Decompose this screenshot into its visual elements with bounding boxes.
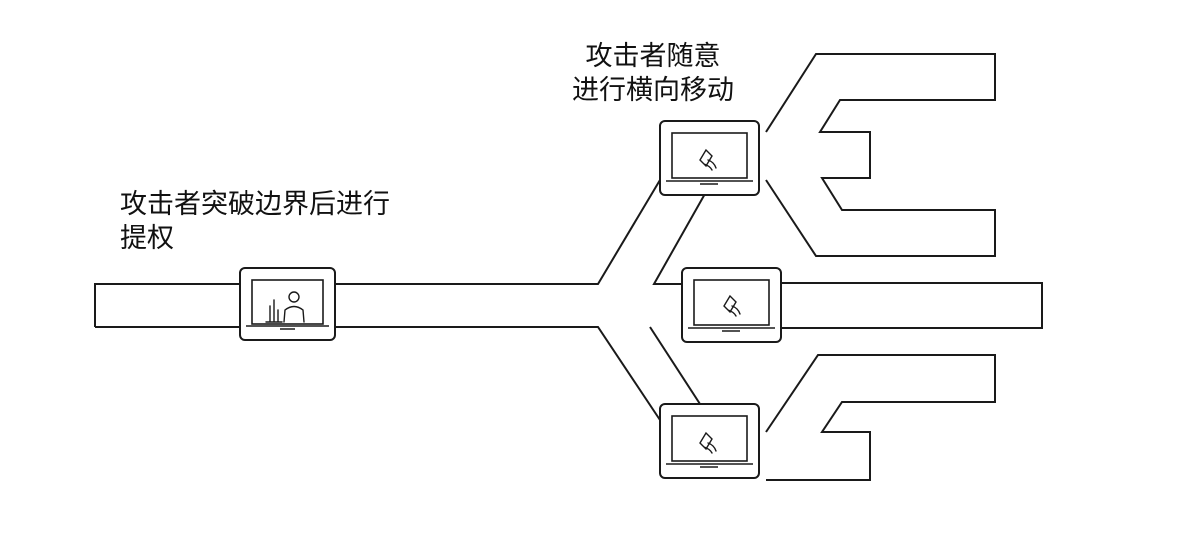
pipe-bottom-fork [765,354,996,481]
pipe-incoming [94,179,661,327]
laptop-target-bottom [659,403,760,479]
laptop-attacker-icon [265,291,305,323]
laptop-tool-icon [699,431,717,454]
laptop-target-middle [681,267,782,343]
laptop-target-bottom-base [666,463,753,468]
lateral-label-line2: 进行横向移动 [572,75,734,106]
pipe-incoming-bottom [95,326,661,421]
pipe-branch-middle-lower [649,326,701,405]
laptop-target-bottom-screen [671,415,748,462]
lateral-label-line1: 攻击者随意 [585,41,721,72]
laptop-attacker [239,267,336,341]
laptop-target-top-base [666,180,753,185]
pipe-middle-right [780,282,1043,329]
laptop-attacker-screen [251,279,324,325]
network-pipes [94,53,1043,481]
laptop-target-middle-base [688,327,775,332]
laptop-target-top [659,120,760,196]
lateral-movement-label: 攻击者随意 进行横向移动 [572,40,734,108]
laptop-attacker-base [246,325,329,330]
breach-label: 攻击者突破边界后进行 提权 [120,188,390,256]
laptop-tool-icon [723,294,741,317]
pipe-branch-middle-upper [652,191,707,285]
pipe-top-fork [765,53,996,257]
laptop-target-top-screen [671,132,748,179]
breach-label-line1: 攻击者突破边界后进行 [120,189,390,220]
laptop-tool-icon [699,148,717,171]
breach-label-line2: 提权 [120,223,174,254]
laptop-target-middle-screen [693,279,770,326]
